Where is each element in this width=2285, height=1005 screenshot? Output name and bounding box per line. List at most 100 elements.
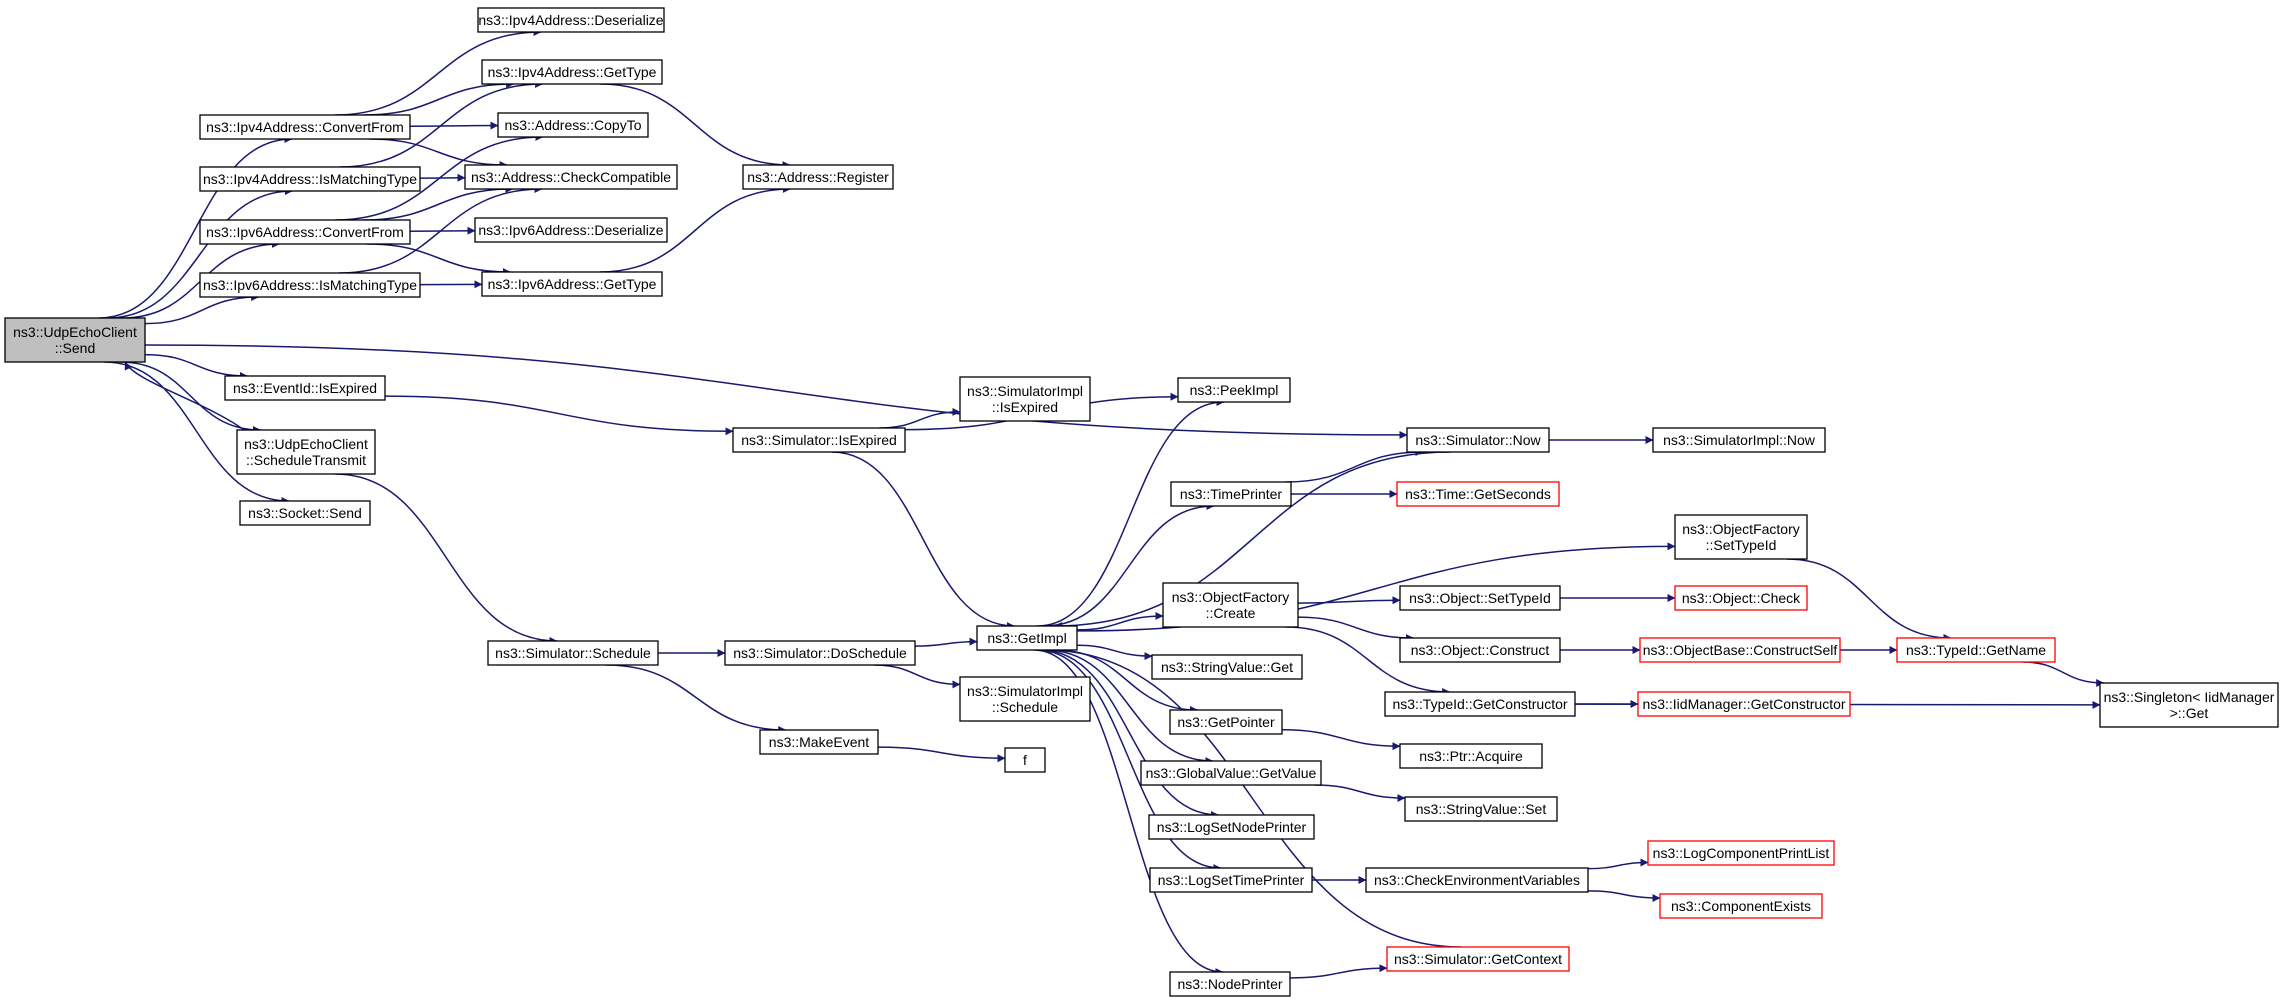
edge-objFactCreate-to-typeIdGetCtor — [1285, 626, 1451, 696]
node-label: ns3::Ipv6Address::Deserialize — [478, 222, 663, 238]
node-ipv4GetType[interactable]: ns3::Ipv4Address::GetType — [481, 59, 663, 85]
node-eventIsExpired[interactable]: ns3::EventId::IsExpired — [224, 375, 386, 401]
node-box — [1652, 427, 1826, 453]
node-label: ns3::Simulator::GetContext — [1394, 951, 1562, 967]
node-globalValueGetValue[interactable]: ns3::GlobalValue::GetValue — [1140, 760, 1322, 786]
node-simGetContext[interactable]: ns3::Simulator::GetContext — [1386, 946, 1570, 972]
node-componentExists[interactable]: ns3::ComponentExists — [1659, 893, 1823, 919]
node-simNow[interactable]: ns3::Simulator::Now — [1406, 427, 1550, 453]
node-stringValueSet[interactable]: ns3::StringValue::Set — [1404, 796, 1558, 822]
node-iidGetCtor[interactable]: ns3::IidManager::GetConstructor — [1637, 691, 1851, 717]
node-simImplSchedule[interactable]: ns3::SimulatorImpl::Schedule — [959, 676, 1091, 722]
edge-simNow-to-getImpl — [1053, 451, 1451, 630]
edge-ipv6Conv-to-addrCheck — [363, 185, 514, 221]
node-simDoSchedule[interactable]: ns3::Simulator::DoSchedule — [724, 640, 916, 666]
node-label: ns3::Ipv6Address::GetType — [488, 276, 657, 292]
node-simIsExpired[interactable]: ns3::Simulator::IsExpired — [732, 427, 906, 453]
node-box — [1177, 377, 1291, 403]
node-label: ns3::StringValue::Set — [1416, 801, 1547, 817]
node-timeGetSeconds[interactable]: ns3::Time::GetSeconds — [1396, 481, 1560, 507]
node-label: ns3::Simulator::Now — [1415, 432, 1541, 448]
node-box — [1365, 867, 1589, 893]
node-send[interactable]: ns3::UdpEchoClient::Send — [4, 317, 146, 363]
edge-getImpl-to-logSetTimePrinter — [1037, 649, 1222, 872]
node-box — [464, 164, 678, 190]
node-timePrinter[interactable]: ns3::TimePrinter — [1170, 481, 1292, 507]
node-nodePrinter[interactable]: ns3::NodePrinter — [1169, 971, 1291, 997]
node-box — [1674, 585, 1808, 611]
node-objConstruct[interactable]: ns3::Object::Construct — [1399, 637, 1561, 663]
node-box — [976, 625, 1078, 651]
node-label: ns3::CheckEnvironmentVariables — [1374, 872, 1580, 888]
node-schedTransmit[interactable]: ns3::UdpEchoClient::ScheduleTransmit — [236, 429, 376, 475]
node-typeIdGetName[interactable]: ns3::TypeId::GetName — [1896, 637, 2056, 663]
node-label: ns3::Object::SetTypeId — [1409, 590, 1551, 606]
node-addrCopyTo[interactable]: ns3::Address::CopyTo — [497, 112, 649, 138]
node-label: ns3::Ipv4Address::GetType — [488, 64, 657, 80]
node-getPointer[interactable]: ns3::GetPointer — [1169, 709, 1283, 735]
node-objFactCreate[interactable]: ns3::ObjectFactory::Create — [1162, 582, 1299, 628]
node-ipv4Conv[interactable]: ns3::Ipv4Address::ConvertFrom — [199, 114, 411, 140]
node-peekImpl[interactable]: ns3::PeekImpl — [1177, 377, 1291, 403]
node-logCompPrintList[interactable]: ns3::LogComponentPrintList — [1647, 840, 1835, 866]
node-label: ::ScheduleTransmit — [246, 452, 366, 468]
edge-simGetContext-to-getImpl — [1043, 646, 1462, 948]
node-getImpl[interactable]: ns3::GetImpl — [976, 625, 1078, 651]
node-checkEnvVars[interactable]: ns3::CheckEnvironmentVariables — [1365, 867, 1589, 893]
edge-getImpl-to-timePrinter — [1043, 502, 1215, 627]
edge-send-to-eventIsExpired — [144, 353, 248, 380]
node-label: ns3::Time::GetSeconds — [1405, 486, 1551, 502]
node-label: ::Schedule — [992, 699, 1058, 715]
node-label: ns3::SimulatorImpl — [967, 683, 1083, 699]
node-objFactSetTypeId[interactable]: ns3::ObjectFactory::SetTypeId — [1674, 514, 1808, 560]
node-label: ns3::Simulator::Schedule — [495, 645, 651, 661]
node-box — [1896, 637, 2056, 663]
edge-makeEvent-to-f — [877, 746, 1006, 763]
node-simImplIsExpired[interactable]: ns3::SimulatorImpl::IsExpired — [959, 376, 1091, 422]
node-box — [1169, 971, 1291, 997]
node-simImplNow[interactable]: ns3::SimulatorImpl::Now — [1652, 427, 1826, 453]
node-ipv4Deser[interactable]: ns3::Ipv4Address::Deserialize — [477, 7, 665, 33]
node-box — [1162, 582, 1299, 628]
node-ipv4IsMatch[interactable]: ns3::Ipv4Address::IsMatchingType — [199, 166, 421, 192]
node-box — [1004, 747, 1046, 773]
node-ptrAcquire[interactable]: ns3::Ptr::Acquire — [1399, 743, 1543, 769]
node-singletonGet[interactable]: ns3::Singleton< IidManager>::Get — [2099, 682, 2279, 728]
edge-ipv4Conv-to-ipv4Deser — [334, 28, 542, 116]
node-addrCheck[interactable]: ns3::Address::CheckCompatible — [464, 164, 678, 190]
node-ipv6Deser[interactable]: ns3::Ipv6Address::Deserialize — [474, 217, 668, 243]
node-ipv6Conv[interactable]: ns3::Ipv6Address::ConvertFrom — [199, 219, 411, 245]
edge-send-to-socketSend — [104, 361, 290, 505]
node-objCheck[interactable]: ns3::Object::Check — [1674, 585, 1808, 611]
node-addrRegister[interactable]: ns3::Address::Register — [742, 164, 894, 190]
node-box — [1384, 691, 1576, 717]
edge-objFactCreate-to-objConstruct — [1297, 616, 1414, 642]
node-label: ns3::GlobalValue::GetValue — [1146, 765, 1317, 781]
node-stringValueGet[interactable]: ns3::StringValue::Get — [1151, 654, 1303, 680]
node-f[interactable]: f — [1004, 747, 1046, 773]
node-label: >::Get — [2170, 705, 2209, 721]
node-box — [1386, 946, 1570, 972]
node-simSchedule[interactable]: ns3::Simulator::Schedule — [487, 640, 659, 666]
node-label: ns3::TypeId::GetConstructor — [1392, 696, 1567, 712]
node-label: ::IsExpired — [992, 399, 1058, 415]
node-box — [759, 729, 879, 755]
node-objSetTypeId[interactable]: ns3::Object::SetTypeId — [1399, 585, 1561, 611]
node-makeEvent[interactable]: ns3::MakeEvent — [759, 729, 879, 755]
node-box — [474, 217, 668, 243]
node-label: ns3::Address::CopyTo — [505, 117, 642, 133]
node-typeIdGetCtor[interactable]: ns3::TypeId::GetConstructor — [1384, 691, 1576, 717]
node-logSetNodePrinter[interactable]: ns3::LogSetNodePrinter — [1148, 814, 1315, 840]
node-ipv6IsMatch[interactable]: ns3::Ipv6Address::IsMatchingType — [199, 272, 421, 298]
edge-ipv6GetType-to-addrRegister — [599, 185, 791, 273]
node-socketSend[interactable]: ns3::Socket::Send — [239, 500, 371, 526]
node-label: ns3::Address::Register — [747, 169, 889, 185]
node-logSetTimePrinter[interactable]: ns3::LogSetTimePrinter — [1149, 867, 1313, 893]
node-objBaseConstructSelf[interactable]: ns3::ObjectBase::ConstructSelf — [1639, 637, 1841, 663]
node-ipv6GetType[interactable]: ns3::Ipv6Address::GetType — [481, 271, 663, 297]
edge-globalValueGetValue-to-stringValueSet — [1314, 784, 1406, 803]
nodes-layer: ns3::UdpEchoClient::Send ns3::Ipv4Address… — [4, 7, 2279, 997]
node-box — [481, 59, 663, 85]
node-label: ns3::Ipv4Address::ConvertFrom — [206, 119, 404, 135]
edge-simIsExpired-to-getImpl — [831, 451, 1015, 630]
